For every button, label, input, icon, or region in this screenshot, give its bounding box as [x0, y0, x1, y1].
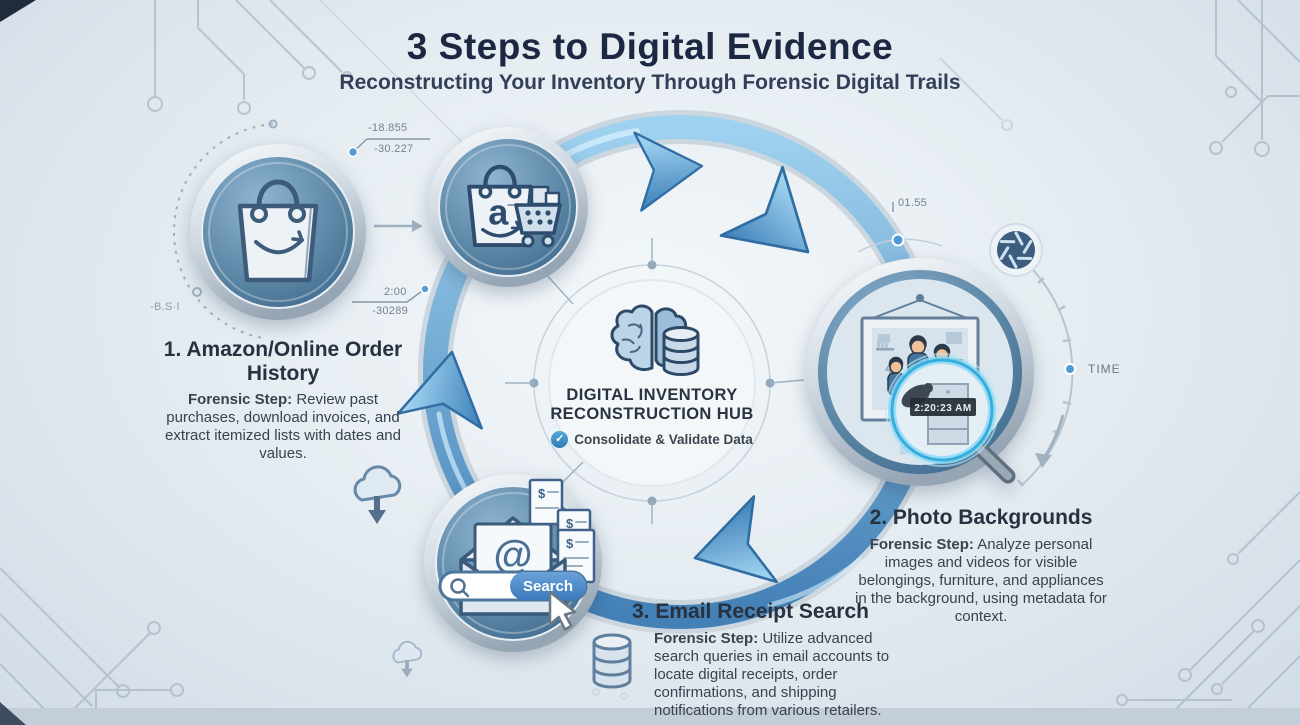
check-icon: ✓ [551, 430, 569, 448]
svg-text:a: a [488, 191, 509, 232]
step2-description: Analyze personal images and videos for v… [855, 535, 1107, 625]
node-email-search: @ $ $ $ [418, 468, 608, 658]
node1-to-node2-arrow [374, 220, 423, 232]
step3-heading: 3. Email Receipt Search [632, 600, 869, 623]
annotation-coord-d: -B.S·I [150, 301, 180, 313]
annotation-coord-c: 01.55 [898, 197, 928, 209]
search-glyph-icon [450, 578, 466, 594]
corner-wedge-bottomleft [0, 702, 26, 725]
step3-label: Forensic Step: [654, 629, 759, 647]
receipt-icons: $ $ $ [528, 478, 596, 584]
corner-wedge-topleft [0, 0, 36, 22]
time-dial [1017, 257, 1076, 487]
annotation-dot-c [891, 233, 905, 247]
step1-label: Forensic Step: [187, 391, 293, 409]
page-title: 3 Steps to Digital Evidence [406, 26, 894, 67]
search-bar: Search [438, 570, 588, 602]
svg-text:@: @ [493, 533, 532, 577]
magnifier-lens: 2:20:23 AM [885, 353, 1016, 484]
database-icon [586, 632, 638, 692]
search-button-label: Search [523, 578, 573, 595]
email-search-icon: @ $ $ $ [438, 478, 596, 631]
amazon-bag-icon: a [467, 164, 533, 248]
family-photo-magnifier-icon: 2:20:23 AM [860, 294, 1016, 484]
node1-dashed-arc [172, 119, 278, 339]
page-subtitle: Reconstructing Your Inventory Through Fo… [339, 71, 961, 94]
annotation-coord-a1: -18.855 [368, 122, 408, 134]
step2-label: Forensic Step: [869, 535, 974, 553]
dial-time-label: TIME [1088, 362, 1121, 376]
photo-timestamp: 2:20:23 AM [914, 403, 971, 414]
timestamp-box [910, 398, 976, 416]
brain-database-icon [606, 304, 702, 384]
cloud-download-icon [344, 464, 410, 528]
step1-text: 1. Amazon/Online Order History Forensic … [158, 338, 408, 463]
hub-check-label: Consolidate & Validate Data [574, 431, 753, 447]
step1-heading: 1. Amazon/Online Order History [163, 338, 403, 385]
step2-heading: 2. Photo Backgrounds [869, 506, 1093, 529]
hub-text: DIGITAL INVENTORY RECONSTRUCTION HUB ✓ C… [537, 386, 767, 448]
cycle-arrowheads [396, 131, 810, 584]
hub-title-line2: RECONSTRUCTION HUB [550, 405, 754, 424]
annotation-coord-a2: -30.227 [374, 143, 414, 155]
svg-text:$: $ [538, 486, 546, 501]
cloud-download-icon-small [386, 640, 428, 680]
annotation-dot-b [420, 284, 430, 294]
node-photo-backgrounds: 2:20:23 AM [800, 252, 1040, 492]
step2-text: 2. Photo Backgrounds Forensic Step: Anal… [852, 506, 1110, 626]
shopping-bag-icon [237, 179, 319, 283]
shopping-cart-icon [507, 185, 562, 248]
svg-text:$: $ [566, 536, 574, 551]
node-amazon-cart: a [424, 121, 596, 293]
step3-description: Utilize advanced search queries in email… [654, 629, 890, 719]
annotation-coord-b2: -30289 [372, 305, 409, 317]
search-button [510, 572, 586, 600]
annotation-dot-a [347, 146, 359, 158]
node-order-history [185, 139, 375, 329]
step1-description: Review past purchases, download invoices… [165, 391, 401, 463]
step3-text: 3. Email Receipt Search Forensic Step: U… [632, 600, 932, 720]
cursor-icon [548, 590, 577, 631]
camera-aperture-icon [988, 222, 1044, 278]
svg-text:$: $ [566, 516, 574, 531]
hub-title-line1: DIGITAL INVENTORY [566, 386, 738, 404]
hub-circle [505, 238, 805, 524]
annotation-coord-b1: 2:00 [384, 286, 407, 298]
bottom-strip [0, 708, 1300, 725]
